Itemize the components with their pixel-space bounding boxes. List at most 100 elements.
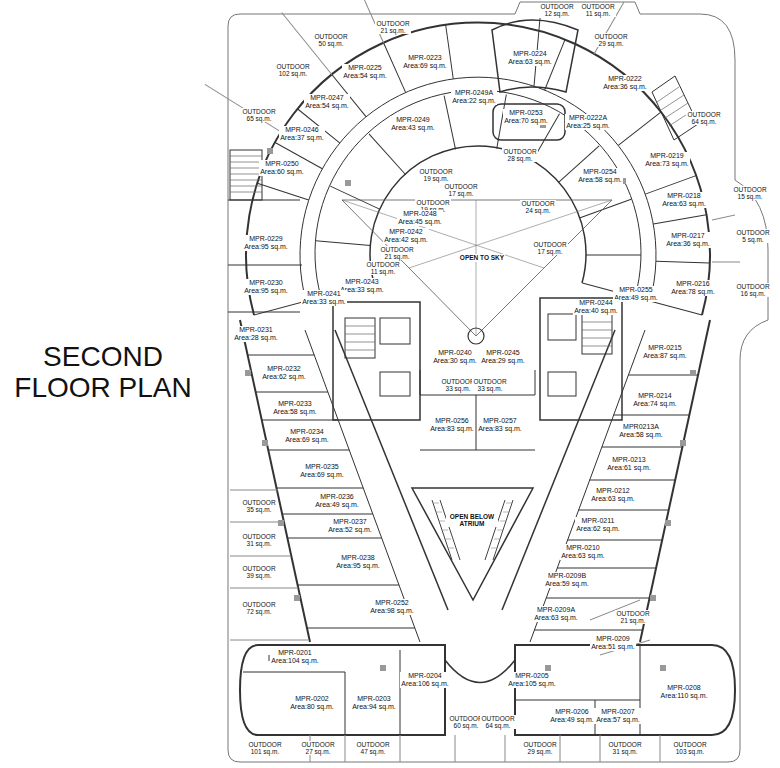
area-name: MPR-0234 xyxy=(285,428,329,436)
unit-room: MPR-0242Area:42 sq.m. xyxy=(383,228,429,243)
unit-room: MPR-0216Area:78 sq.m. xyxy=(670,280,716,295)
area-name: MPR-0249 xyxy=(391,116,435,124)
unit-room: MPR-0245Area:29 sq.m. xyxy=(480,349,526,364)
outdoor-area: OUTDOOR5 sq.m. xyxy=(735,229,770,243)
outdoor-area: OUTDOOR19 sq.m. xyxy=(418,168,453,182)
unit-room: MPR-0203Area:94 sq.m. xyxy=(351,695,397,710)
outdoor-area: OUTDOOR11 sq.m. xyxy=(365,261,400,275)
outdoor-area: OUTDOOR12 sq.m. xyxy=(539,3,574,17)
region-label: OPEN TO SKY xyxy=(459,254,505,261)
area-size: 31 sq.m. xyxy=(242,540,275,547)
area-size: Area:22 sq.m. xyxy=(452,97,496,105)
area-size: 12 sq.m. xyxy=(540,10,573,17)
area-name: MPR-0233 xyxy=(273,400,317,408)
unit-room: MPR-0206Area:49 sq.m. xyxy=(549,708,595,723)
unit-room: MPR-0201Area:104 sq.m. xyxy=(270,649,319,664)
area-name: OUTDOOR xyxy=(736,229,769,236)
area-size: Area:69 sq.m. xyxy=(285,436,329,444)
area-name: OUTDOOR xyxy=(533,241,566,248)
area-size: Area:83 sq.m. xyxy=(430,425,474,433)
area-name: OUTDOOR xyxy=(687,111,720,118)
area-name: MPR-0222A xyxy=(566,114,610,122)
outdoor-area: OUTDOOR101 sq.m. xyxy=(247,741,282,755)
area-size: 17 sq.m. xyxy=(444,190,477,197)
area-name: MPR-0218 xyxy=(662,192,706,200)
area-size: Area:59 sq.m. xyxy=(545,580,589,588)
area-name: OUTDOOR xyxy=(276,63,309,70)
outdoor-area: OUTDOOR16 sq.m. xyxy=(735,283,770,297)
area-size: Area:49 sq.m. xyxy=(614,294,658,302)
area-name: OUTDOOR xyxy=(540,3,573,10)
area-size: 33 sq.m. xyxy=(441,385,474,392)
unit-room: MPR-0205Area:105 sq.m. xyxy=(507,672,556,687)
outdoor-area: OUTDOOR35 sq.m. xyxy=(241,499,276,513)
outdoor-area: OUTDOOR31 sq.m. xyxy=(607,741,642,755)
outdoor-area: OUTDOOR31 sq.m. xyxy=(241,533,276,547)
outdoor-area: OUTDOOR102 sq.m. xyxy=(275,63,310,77)
area-name: MPR-0252 xyxy=(370,599,414,607)
area-size: Area:95 sq.m. xyxy=(336,562,380,570)
area-size: 24 sq.m. xyxy=(521,207,554,214)
unit-room: MPR-0240Area:30 sq.m. xyxy=(432,349,478,364)
unit-room: MPR-0256Area:83 sq.m. xyxy=(429,417,475,432)
outdoor-area: OUTDOOR33 sq.m. xyxy=(440,378,475,392)
area-size: Area:52 sq.m. xyxy=(328,526,372,534)
unit-room: MPR-0204Area:106 sq.m. xyxy=(400,672,449,687)
area-name: MPR-0206 xyxy=(550,708,594,716)
area-size: 27 sq.m. xyxy=(301,748,334,755)
area-size: 72 sq.m. xyxy=(242,608,275,615)
area-name: MPR-0254 xyxy=(578,168,622,176)
area-name: OUTDOOR xyxy=(733,186,766,193)
area-size: Area:70 sq.m. xyxy=(504,117,548,125)
area-size: 60 sq.m. xyxy=(449,722,482,729)
area-name: OUTDOOR xyxy=(376,20,409,27)
unit-room: MPR-0223Area:69 sq.m. xyxy=(402,54,448,69)
area-size: 103 sq.m. xyxy=(673,748,706,755)
area-size: 35 sq.m. xyxy=(242,506,275,513)
area-size: 33 sq.m. xyxy=(473,385,506,392)
outdoor-area: OUTDOOR21 sq.m. xyxy=(375,20,410,34)
unit-room: MPR-0255Area:49 sq.m. xyxy=(613,286,659,301)
area-name: MPR-0247 xyxy=(305,94,349,102)
area-size: Area:33 sq.m. xyxy=(302,298,346,306)
area-name: OUTDOOR xyxy=(521,200,554,207)
unit-room: MPR-0212Area:63 sq.m. xyxy=(590,487,636,502)
area-name: MPR-0215 xyxy=(643,344,687,352)
outdoor-area: OUTDOOR50 sq.m. xyxy=(313,33,348,47)
area-name: MPR-0202 xyxy=(290,695,334,703)
outdoor-area: OUTDOOR21 sq.m. xyxy=(615,610,650,624)
outdoor-area: OUTDOOR24 sq.m. xyxy=(520,200,555,214)
unit-room: MPR0213AArea:58 sq.m. xyxy=(618,423,664,438)
area-size: Area:106 sq.m. xyxy=(401,680,448,688)
area-size: 29 sq.m. xyxy=(594,40,627,47)
area-name: MPR-0210 xyxy=(561,544,605,552)
unit-room: MPR-0225Area:54 sq.m. xyxy=(342,64,388,79)
area-name: MPR-0205 xyxy=(508,672,555,680)
area-size: Area:25 sq.m. xyxy=(566,122,610,130)
area-size: Area:49 sq.m. xyxy=(315,501,359,509)
area-size: Area:105 sq.m. xyxy=(508,680,555,688)
area-name: MPR-0217 xyxy=(666,232,710,240)
area-name: OUTDOOR xyxy=(608,741,641,748)
area-name: MPR-0249A xyxy=(452,89,496,97)
area-name: OUTDOOR xyxy=(444,183,477,190)
unit-room: MPR-0235Area:69 sq.m. xyxy=(299,463,345,478)
unit-room: MPR-0214Area:74 sq.m. xyxy=(632,392,678,407)
area-size: Area:36 sq.m. xyxy=(603,83,647,91)
area-size: 39 sq.m. xyxy=(242,572,275,579)
outdoor-area: OUTDOOR64 sq.m. xyxy=(480,715,515,729)
area-name: OUTDOOR xyxy=(581,3,614,10)
unit-room: MPR-0209AArea:63 sq.m. xyxy=(533,606,579,621)
area-size: Area:95 sq.m. xyxy=(244,243,288,251)
area-size: 11 sq.m. xyxy=(366,268,399,275)
unit-room: MPR-0218Area:63 sq.m. xyxy=(661,192,707,207)
area-name: OUTDOOR xyxy=(503,148,536,155)
outdoor-area: OUTDOOR15 sq.m. xyxy=(732,186,767,200)
plan-title: SECOND FLOOR PLAN xyxy=(3,341,203,404)
unit-room: MPR-0202Area:80 sq.m. xyxy=(289,695,335,710)
area-size: 102 sq.m. xyxy=(276,70,309,77)
area-size: Area:54 sq.m. xyxy=(343,72,387,80)
area-name: OUTDOOR xyxy=(242,499,275,506)
area-size: 5 sq.m. xyxy=(736,236,769,243)
